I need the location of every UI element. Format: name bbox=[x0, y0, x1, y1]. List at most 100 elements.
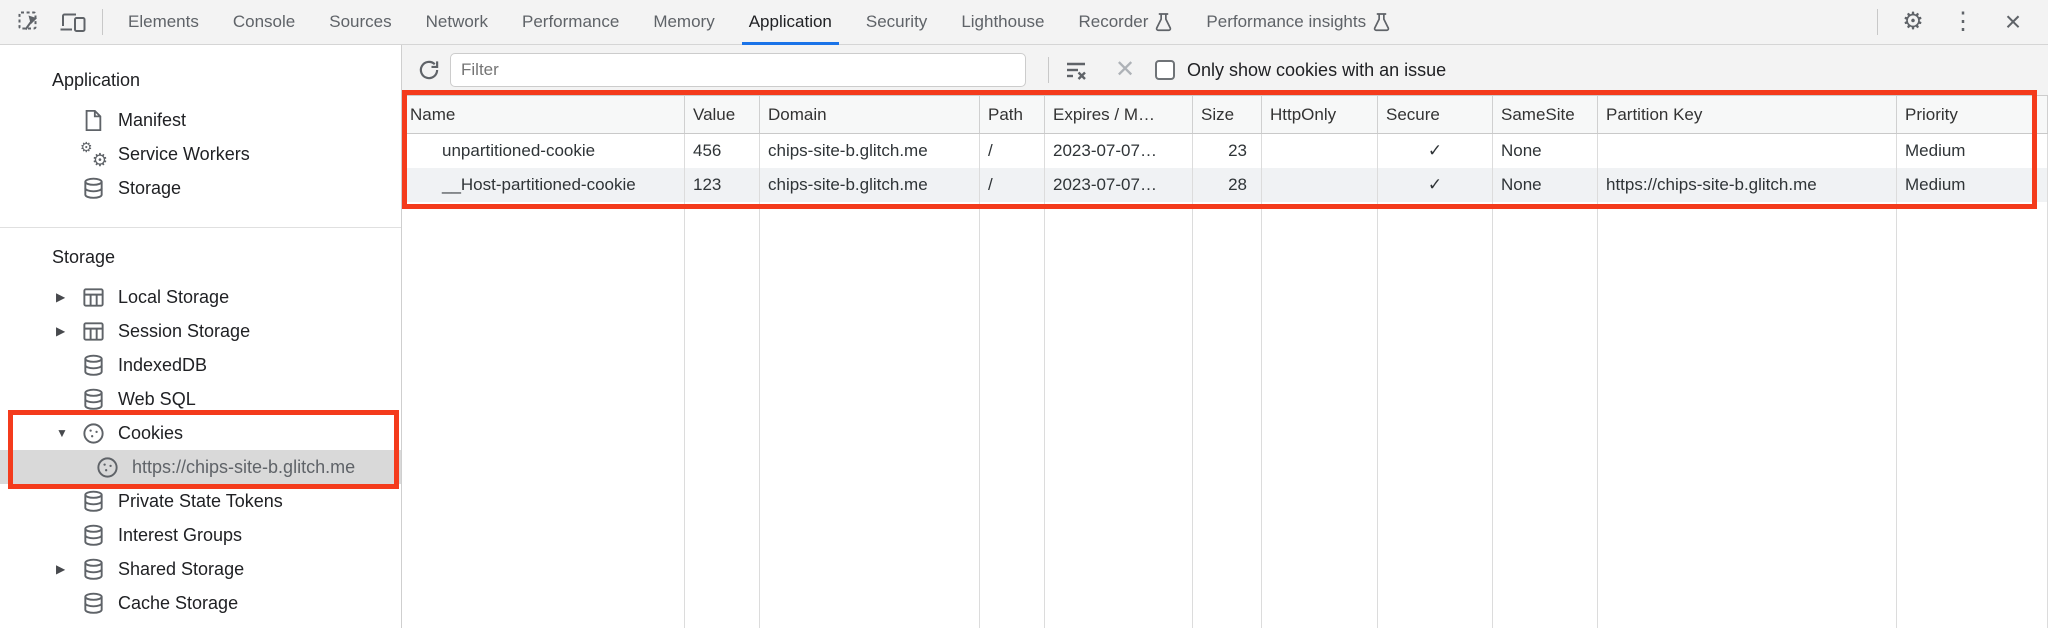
column-header-size[interactable]: Size bbox=[1193, 96, 1262, 133]
cell-expires: 2023-07-07… bbox=[1045, 134, 1193, 168]
divider bbox=[1048, 57, 1049, 83]
cookie-icon bbox=[80, 420, 106, 446]
filter-input[interactable] bbox=[450, 53, 1026, 87]
divider bbox=[102, 9, 103, 35]
only-issue-label[interactable]: Only show cookies with an issue bbox=[1187, 59, 1447, 80]
column-header-httponly[interactable]: HttpOnly bbox=[1262, 96, 1378, 133]
cell-httponly bbox=[1262, 134, 1378, 168]
tab-console[interactable]: Console bbox=[232, 12, 296, 31]
cell-name: __Host-partitioned-cookie bbox=[402, 168, 685, 202]
tab-recorder[interactable]: Recorder bbox=[1062, 0, 1190, 45]
tab-security[interactable]: Security bbox=[865, 12, 928, 31]
database-icon bbox=[80, 386, 106, 412]
database-icon bbox=[80, 522, 106, 548]
cell-partition-key bbox=[1598, 134, 1897, 168]
sidebar-item-cookie-origin[interactable]: https://chips-site-b.glitch.me bbox=[0, 450, 401, 484]
database-icon bbox=[80, 175, 106, 201]
cell-path: / bbox=[980, 168, 1045, 202]
cookies-pane: ✕ Only show cookies with an issue Name V… bbox=[402, 45, 2048, 628]
column-header-samesite[interactable]: SameSite bbox=[1493, 96, 1598, 133]
sidebar-section-application-title: Application bbox=[52, 70, 141, 90]
tab-lighthouse[interactable]: Lighthouse bbox=[961, 12, 1045, 31]
sidebar-item-service-workers[interactable]: ⚙⚙ Service Workers bbox=[80, 139, 250, 170]
more-options-kebab-icon[interactable]: ⋮ bbox=[1948, 7, 1978, 37]
cell-priority: Medium bbox=[1897, 134, 2048, 168]
chevron-collapsed-icon[interactable]: ▶ bbox=[56, 562, 66, 576]
database-icon bbox=[80, 556, 106, 582]
cookie-icon bbox=[94, 454, 120, 480]
settings-gear-icon[interactable]: ⚙ bbox=[1898, 7, 1928, 37]
clear-filter-icon[interactable] bbox=[1061, 55, 1091, 85]
column-header-value[interactable]: Value bbox=[685, 96, 760, 133]
tab-memory[interactable]: Memory bbox=[653, 12, 715, 31]
cell-secure: ✓ bbox=[1378, 168, 1493, 202]
tab-performance[interactable]: Performance bbox=[521, 12, 620, 31]
database-icon bbox=[80, 488, 106, 514]
cell-samesite: None bbox=[1493, 134, 1598, 168]
delete-icon[interactable]: ✕ bbox=[1103, 55, 1135, 85]
cell-size: 28 bbox=[1193, 168, 1262, 202]
tab-application[interactable]: Application bbox=[732, 0, 849, 45]
refresh-icon[interactable] bbox=[414, 55, 444, 85]
table-icon bbox=[80, 284, 106, 310]
table-empty-area bbox=[402, 202, 2048, 628]
database-icon bbox=[80, 352, 106, 378]
tab-elements[interactable]: Elements bbox=[128, 12, 199, 31]
column-header-expires[interactable]: Expires / M… bbox=[1045, 96, 1193, 133]
cell-size: 23 bbox=[1193, 134, 1262, 168]
cell-samesite: None bbox=[1493, 168, 1598, 202]
sidebar-item-session-storage[interactable]: ▶ Session Storage bbox=[0, 314, 401, 348]
column-header-partition-key[interactable]: Partition Key bbox=[1598, 96, 1897, 133]
cell-priority: Medium bbox=[1897, 168, 2048, 202]
sidebar-item-local-storage[interactable]: ▶ Local Storage bbox=[0, 280, 401, 314]
tab-performance-insights[interactable]: Performance insights bbox=[1189, 0, 1407, 45]
chevron-expanded-icon[interactable]: ▼ bbox=[56, 426, 68, 440]
cell-httponly bbox=[1262, 168, 1378, 202]
column-header-path[interactable]: Path bbox=[980, 96, 1045, 133]
column-header-priority[interactable]: Priority bbox=[1897, 96, 2048, 133]
cell-value: 123 bbox=[685, 168, 760, 202]
cookies-table: Name Value Domain Path Expires / M… Size… bbox=[402, 96, 2048, 628]
cell-expires: 2023-07-07… bbox=[1045, 168, 1193, 202]
database-icon bbox=[80, 590, 106, 616]
sidebar-item-private-state-tokens[interactable]: Private State Tokens bbox=[0, 484, 401, 518]
file-icon bbox=[80, 107, 106, 133]
device-toolbar-icon[interactable] bbox=[58, 7, 88, 37]
column-header-secure[interactable]: Secure bbox=[1378, 96, 1493, 133]
cookies-toolbar: ✕ Only show cookies with an issue bbox=[402, 45, 2048, 96]
table-row[interactable]: __Host-partitioned-cookie 123 chips-site… bbox=[402, 168, 2048, 202]
table-header-row: Name Value Domain Path Expires / M… Size… bbox=[402, 96, 2048, 134]
cell-domain: chips-site-b.glitch.me bbox=[760, 168, 980, 202]
flask-icon bbox=[1373, 12, 1390, 32]
sidebar-item-manifest[interactable]: Manifest bbox=[0, 103, 401, 137]
application-panel-sidebar: Application Manifest ⚙⚙ Service Workers bbox=[0, 45, 402, 628]
devtools-tab-bar: Elements Console Sources Network Perform… bbox=[0, 0, 2048, 45]
sidebar-item-cache-storage[interactable]: Cache Storage bbox=[0, 586, 401, 620]
service-workers-gears-icon: ⚙⚙ bbox=[80, 139, 108, 170]
close-icon[interactable]: × bbox=[1998, 7, 2028, 37]
chevron-collapsed-icon[interactable]: ▶ bbox=[56, 324, 66, 338]
chevron-collapsed-icon[interactable]: ▶ bbox=[56, 290, 66, 304]
sidebar-item-web-sql[interactable]: Web SQL bbox=[0, 382, 401, 416]
sidebar-item-storage[interactable]: Storage bbox=[0, 171, 401, 205]
sidebar-item-indexeddb[interactable]: IndexedDB bbox=[0, 348, 401, 382]
panel-tabs: Elements Console Sources Network Perform… bbox=[111, 0, 1407, 45]
only-issue-checkbox[interactable] bbox=[1155, 60, 1175, 80]
cell-value: 456 bbox=[685, 134, 760, 168]
tab-network[interactable]: Network bbox=[425, 12, 488, 31]
cell-name: unpartitioned-cookie bbox=[402, 134, 685, 168]
sidebar-section-storage-title: Storage bbox=[52, 247, 116, 267]
cell-path: / bbox=[980, 134, 1045, 168]
cell-partition-key: https://chips-site-b.glitch.me bbox=[1598, 168, 1897, 202]
sidebar-item-cookies[interactable]: ▼ Cookies bbox=[0, 416, 401, 450]
column-header-name[interactable]: Name bbox=[402, 96, 685, 133]
cell-domain: chips-site-b.glitch.me bbox=[760, 134, 980, 168]
divider bbox=[1877, 9, 1878, 35]
column-header-domain[interactable]: Domain bbox=[760, 96, 980, 133]
table-row[interactable]: unpartitioned-cookie 456 chips-site-b.gl… bbox=[402, 134, 2048, 168]
sidebar-item-interest-groups[interactable]: Interest Groups bbox=[0, 518, 401, 552]
tab-sources[interactable]: Sources bbox=[329, 12, 392, 31]
sidebar-item-shared-storage[interactable]: ▶ Shared Storage bbox=[0, 552, 401, 586]
inspect-element-icon[interactable] bbox=[14, 7, 44, 37]
